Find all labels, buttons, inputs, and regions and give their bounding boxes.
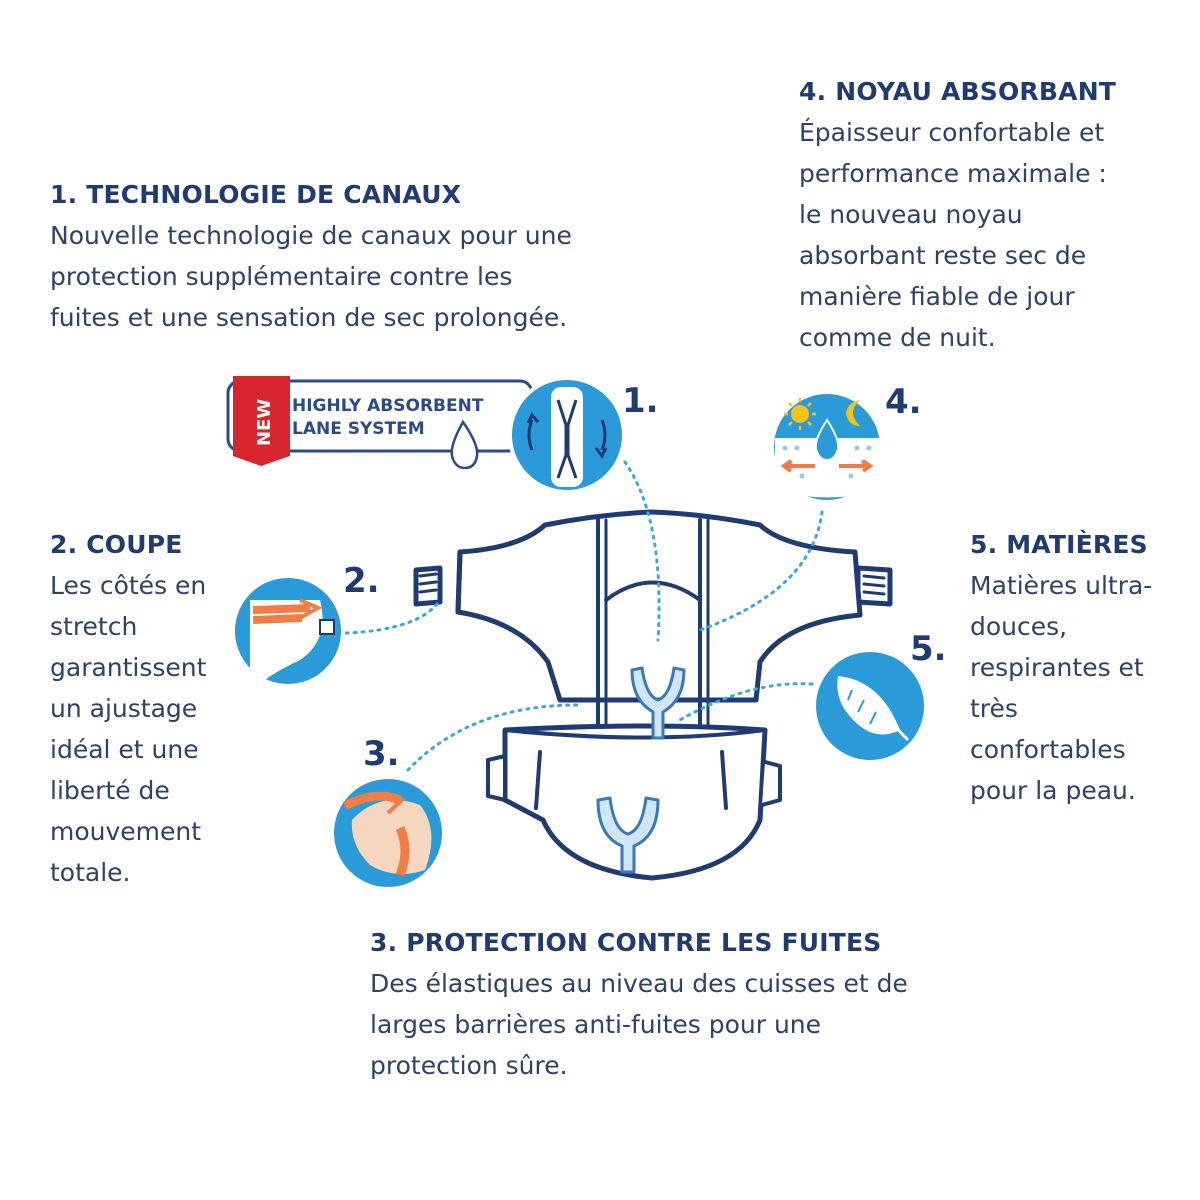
marker-5: 5. xyxy=(910,629,947,669)
moon-icon xyxy=(846,400,860,426)
drop-icon xyxy=(450,419,479,470)
day-night-absorb-icon xyxy=(770,390,884,504)
feature-2-line: Les côtés en xyxy=(50,571,207,600)
feature-4-heading: 4. NOYAU ABSORBANT xyxy=(799,77,1117,106)
feature-3-text: Des élastiques au niveau des cuisses et … xyxy=(370,963,970,1086)
feature-4-line: absorbant reste sec de xyxy=(799,241,1087,270)
lane-system-icon xyxy=(508,376,626,494)
feature-5-line: très xyxy=(970,694,1018,723)
feature-5-heading: 5. MATIÈRES xyxy=(970,530,1148,559)
feature-5: 5. MATIÈRES Matières ultra- douces, resp… xyxy=(970,530,1185,811)
marker-1: 1. xyxy=(622,381,659,421)
feature-4-text: Épaisseur confortable et performance max… xyxy=(799,112,1159,358)
feature-1-line: Nouvelle technologie de canaux pour une xyxy=(50,221,572,250)
water-drop-icon xyxy=(814,418,840,462)
diaper-illustration xyxy=(413,509,893,881)
leg-cuff-icon xyxy=(330,775,446,891)
badge-new-text: NEW xyxy=(254,399,275,446)
feature-2-line: stretch xyxy=(50,612,138,641)
feature-4-line: performance maximale : xyxy=(799,159,1107,188)
feature-5-line: pour la peau. xyxy=(970,776,1136,805)
feature-1: 1. TECHNOLOGIE DE CANAUX Nouvelle techno… xyxy=(50,180,670,338)
marker-2: 2. xyxy=(343,561,380,601)
feature-2-line: un ajustage xyxy=(50,694,198,723)
channel-shapes xyxy=(596,666,686,874)
feature-4-line: manière fiable de jour xyxy=(799,282,1075,311)
feature-1-heading: 1. TECHNOLOGIE DE CANAUX xyxy=(50,180,462,209)
feature-2-line: idéal et une xyxy=(50,735,199,764)
feature-3-heading: 3. PROTECTION CONTRE LES FUITES xyxy=(370,928,882,957)
feature-3-line: Des élastiques au niveau des cuisses et … xyxy=(370,969,908,998)
feature-4-line: Épaisseur confortable et xyxy=(799,118,1105,147)
feature-2: 2. COUPE Les côtés en stretch garantisse… xyxy=(50,530,250,893)
feature-5-line: Matières ultra- xyxy=(970,571,1153,600)
feature-1-line: protection supplémentaire contre les xyxy=(50,262,513,291)
stretch-side-icon xyxy=(231,574,345,688)
highly-absorbent-badge: NEW HIGHLY ABSORBENT LANE SYSTEM xyxy=(226,376,534,470)
feature-2-line: garantissent xyxy=(50,653,207,682)
marker-4: 4. xyxy=(885,382,922,422)
feature-2-line: liberté de xyxy=(50,776,170,805)
feature-5-text: Matières ultra- douces, respirantes et t… xyxy=(970,565,1180,811)
feature-2-text: Les côtés en stretch garantissent un aju… xyxy=(50,565,240,893)
feature-4-line: comme de nuit. xyxy=(799,323,996,352)
feature-1-text: Nouvelle technologie de canaux pour une … xyxy=(50,215,650,338)
badge-line2: LANE SYSTEM xyxy=(292,419,425,439)
feature-5-line: douces, xyxy=(970,612,1068,641)
feature-3-line: protection sûre. xyxy=(370,1051,568,1080)
sun-icon xyxy=(791,405,809,423)
feature-3-line: larges barrières anti-fuites pour une xyxy=(370,1010,822,1039)
feature-2-line: totale. xyxy=(50,858,131,887)
feature-5-line: confortables xyxy=(970,735,1126,764)
feature-3: 3. PROTECTION CONTRE LES FUITES Des élas… xyxy=(370,928,990,1086)
badge-line1: HIGHLY ABSORBENT xyxy=(292,396,484,416)
marker-3: 3. xyxy=(363,734,400,774)
feature-2-heading: 2. COUPE xyxy=(50,530,183,559)
dotted-connectors xyxy=(344,460,824,772)
feature-4: 4. NOYAU ABSORBANT Épaisseur confortable… xyxy=(799,77,1179,358)
feather-icon xyxy=(812,648,928,764)
feature-5-line: respirantes et xyxy=(970,653,1144,682)
feature-1-line: fuites et une sensation de sec prolongée… xyxy=(50,303,568,332)
feature-2-line: mouvement xyxy=(50,817,202,846)
feature-4-line: le nouveau noyau xyxy=(799,200,1023,229)
